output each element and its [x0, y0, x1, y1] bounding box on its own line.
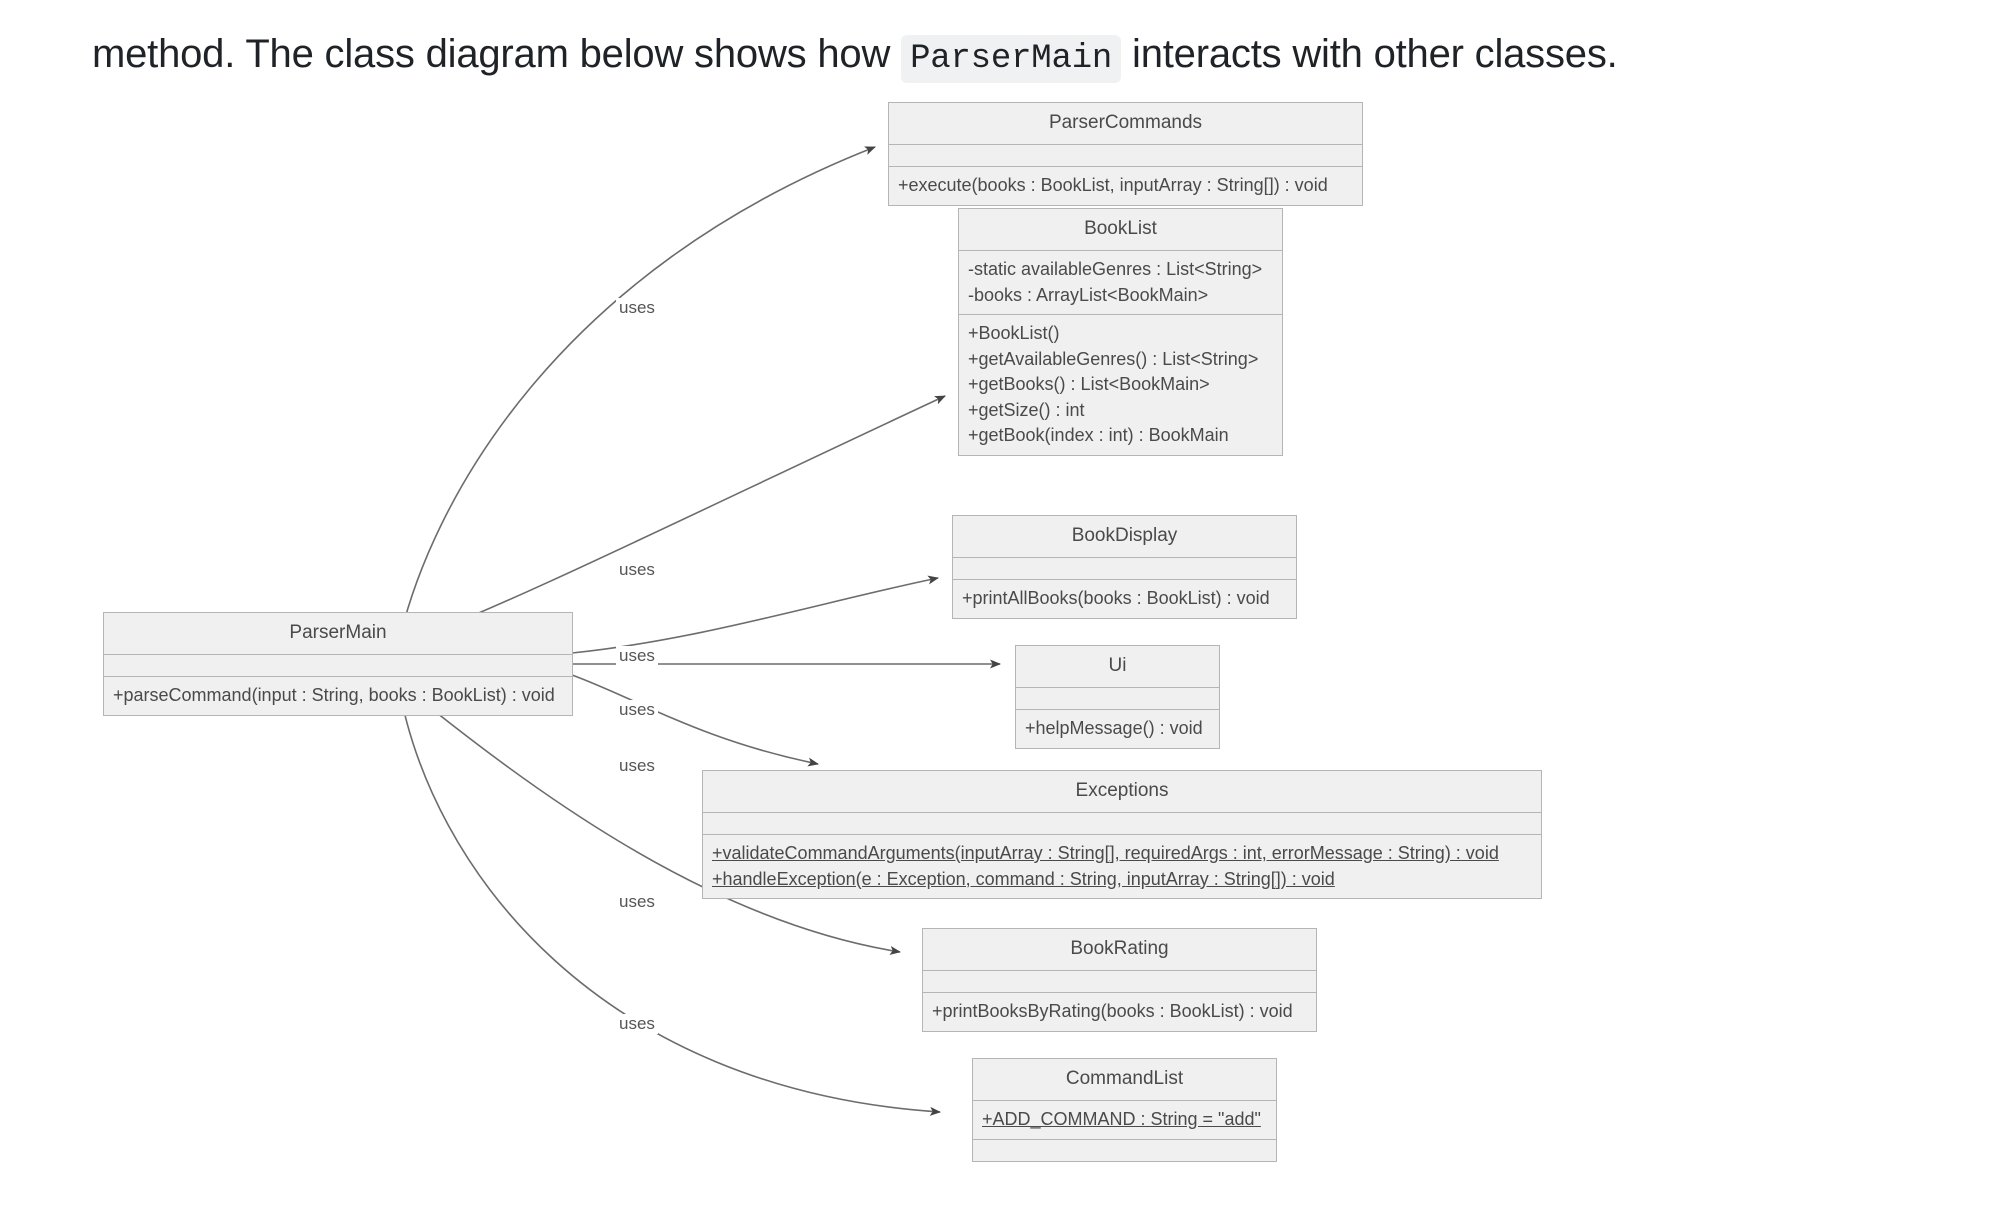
class-attributes-parsercommands [889, 144, 1362, 166]
edge-label-commandlist: uses [616, 1014, 658, 1034]
class-box-ui[interactable]: Ui +helpMessage() : void [1015, 645, 1220, 749]
class-name-bookrating: BookRating [1070, 938, 1169, 959]
class-box-bookrating[interactable]: BookRating +printBooksByRating(books : B… [922, 928, 1317, 1032]
class-methods-booklist: +BookList() +getAvailableGenres() : List… [959, 314, 1282, 455]
intro-text-after: interacts with other classes. [1132, 32, 1618, 76]
class-attributes-bookrating [923, 970, 1316, 992]
method-row: +getBook(index : int) : BookMain [968, 425, 1229, 446]
edge-parsermain-booklist [397, 395, 946, 647]
method-row: +helpMessage() : void [1025, 718, 1203, 738]
class-name-exceptions: Exceptions [1075, 780, 1169, 801]
class-box-parsercommands[interactable]: ParserCommands +execute(books : BookList… [888, 102, 1363, 206]
class-name-ui: Ui [1108, 655, 1127, 676]
method-row: +getSize() : int [968, 399, 1085, 420]
method-row: +validateCommandArguments(inputArray : S… [712, 843, 1499, 863]
method-row: +handleException(e : Exception, command … [712, 868, 1335, 889]
edge-label-booklist: uses [616, 560, 658, 580]
attribute-row: +ADD_COMMAND : String = "add" [982, 1109, 1261, 1129]
edge-label-bookrating: uses [616, 892, 658, 912]
edge-parsermain-bookrating [397, 681, 901, 955]
page-intro-text: method. The class diagram below shows ho… [92, 30, 1618, 83]
class-methods-bookrating: +printBooksByRating(books : BookList) : … [923, 992, 1316, 1031]
class-name-parsercommands: ParserCommands [1048, 112, 1203, 133]
class-box-bookdisplay[interactable]: BookDisplay +printAllBooks(books : BookL… [952, 515, 1297, 619]
method-row: +execute(books : BookList, inputArray : … [898, 175, 1328, 195]
class-methods-commandlist [973, 1138, 1276, 1161]
method-row: +BookList() [968, 323, 1060, 344]
class-methods-ui: +helpMessage() : void [1016, 709, 1219, 748]
class-attributes-ui [1016, 687, 1219, 709]
method-row: +parseCommand(input : String, books : Bo… [113, 685, 555, 705]
edge-parsermain-parsercommands [397, 146, 876, 647]
intro-text-before: method. The class diagram below shows ho… [92, 32, 891, 76]
edge-parsermain-commandlist [397, 681, 941, 1116]
class-methods-exceptions: +validateCommandArguments(inputArray : S… [703, 834, 1541, 898]
class-methods-parsercommands: +execute(books : BookList, inputArray : … [889, 166, 1362, 205]
edge-label-parsercommands: uses [616, 298, 658, 318]
class-name-booklist: BookList [1084, 218, 1157, 239]
class-attributes-commandlist: +ADD_COMMAND : String = "add" [973, 1100, 1276, 1139]
class-name-parsermain: ParserMain [289, 622, 387, 643]
attribute-row: -books : ArrayList<BookMain> [968, 284, 1209, 305]
class-diagram: uses uses uses uses uses uses uses Parse… [0, 80, 1991, 1208]
class-box-parsermain[interactable]: ParserMain +parseCommand(input : String,… [103, 612, 573, 716]
class-name-bookdisplay: BookDisplay [1071, 525, 1178, 546]
class-attributes-booklist: -static availableGenres : List<String> -… [959, 250, 1282, 314]
parsermain-code-chip: ParserMain [901, 35, 1122, 83]
edge-parsermain-bookdisplay [571, 575, 939, 654]
class-name-commandlist: CommandList [1065, 1068, 1184, 1089]
edge-label-exceptions: uses [616, 756, 658, 776]
method-row: +getAvailableGenres() : List<String> [968, 348, 1259, 369]
class-attributes-bookdisplay [953, 557, 1296, 579]
class-box-exceptions[interactable]: Exceptions +validateCommandArguments(inp… [702, 770, 1542, 900]
class-attributes-parsermain [104, 654, 572, 676]
class-box-commandlist[interactable]: CommandList +ADD_COMMAND : String = "add… [972, 1058, 1277, 1162]
method-row: +getBooks() : List<BookMain> [968, 374, 1210, 395]
class-methods-parsermain: +parseCommand(input : String, books : Bo… [104, 676, 572, 715]
method-row: +printAllBooks(books : BookList) : void [962, 588, 1270, 608]
edge-label-ui: uses [616, 700, 658, 720]
attribute-row: -static availableGenres : List<String> [968, 259, 1263, 279]
class-attributes-exceptions [703, 812, 1541, 834]
method-row: +printBooksByRating(books : BookList) : … [932, 1001, 1293, 1021]
class-methods-bookdisplay: +printAllBooks(books : BookList) : void [953, 579, 1296, 618]
edge-label-bookdisplay: uses [616, 646, 658, 666]
class-box-booklist[interactable]: BookList -static availableGenres : List<… [958, 208, 1283, 456]
edge-parsermain-exceptions [571, 674, 819, 767]
